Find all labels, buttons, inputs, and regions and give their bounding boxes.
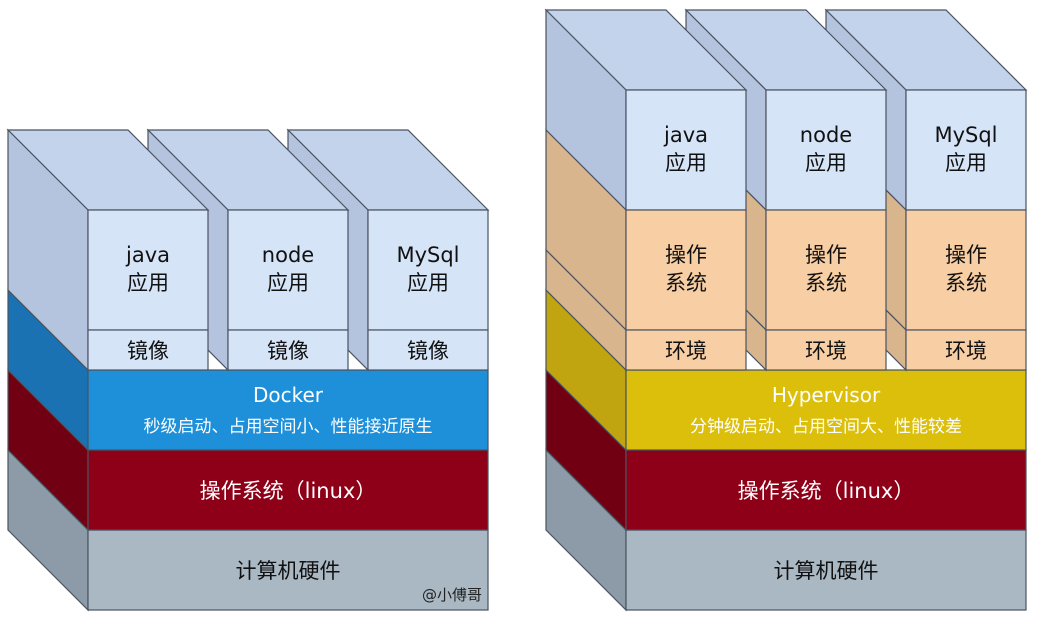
app-name: node [262,243,314,267]
hardware-label: 计算机硬件 [236,559,341,583]
hypervisor-layer [625,369,1027,451]
app-name: MySql [396,243,459,267]
image-label: 镜像 [407,339,449,363]
os-layer [625,449,1027,531]
container-java: java 应用 镜像 [6,128,210,372]
app-name: java [663,123,708,147]
guest-os-label: 操作 [945,243,987,267]
docker-layer [87,369,489,451]
app-name: node [800,123,852,147]
app-label: 应用 [665,151,707,175]
docker-subtitle: 秒级启动、占用空间小、性能接近原生 [144,417,433,437]
os-label: 操作系统（linux） [200,479,377,503]
hypervisor-subtitle: 分钟级启动、占用空间大、性能较差 [690,417,962,437]
app-label: 应用 [407,271,449,295]
app-label: 应用 [267,271,309,295]
guest-os-label: 操作 [805,243,847,267]
hypervisor-title: Hypervisor [772,383,881,407]
os-layer [87,449,489,531]
hardware-label: 计算机硬件 [774,559,879,583]
image-label: 镜像 [267,339,309,363]
hypervisor-stack: 计算机硬件 操作系统（linux） Hypervisor 分钟级启动、占用空间大… [544,8,1028,612]
app-name: java [125,243,170,267]
env-label: 环境 [805,339,847,363]
guest-os-label: 系统 [805,271,847,295]
app-name: MySql [934,123,997,147]
app-label: 应用 [805,151,847,175]
env-label: 环境 [665,339,707,363]
app-label: 应用 [945,151,987,175]
env-label: 环境 [945,339,987,363]
app-label: 应用 [127,271,169,295]
image-label: 镜像 [127,339,169,363]
watermark: @小傅哥 [422,586,482,604]
docker-stack: 计算机硬件 @小傅哥 操作系统（linux） Docker 秒级启动、占用空间小… [6,128,490,612]
docker-title: Docker [253,383,324,407]
vm-java: java 应用 操作 系统 环境 [544,8,748,372]
guest-os-label: 操作 [665,243,707,267]
guest-os-label: 系统 [945,271,987,295]
hardware-layer [87,529,489,611]
guest-os-label: 系统 [665,271,707,295]
os-label: 操作系统（linux） [738,479,915,503]
